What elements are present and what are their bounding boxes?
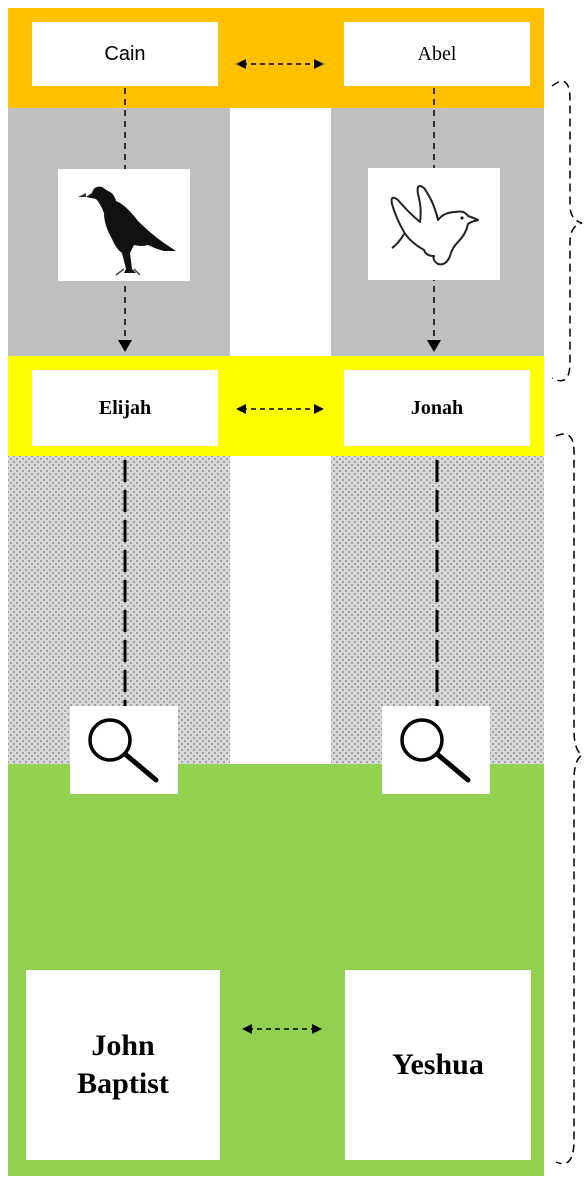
elijah-label: Elijah: [98, 396, 152, 419]
link-john-yeshua: [242, 1024, 322, 1034]
magnifier-icon: [400, 718, 471, 783]
raven-card: [58, 169, 190, 281]
magnifier-card-left: [70, 706, 178, 794]
abel-label: Abel: [417, 42, 457, 65]
raven-icon: [78, 186, 176, 276]
jonah-label: Jonah: [410, 396, 464, 419]
link-cain-abel: [236, 59, 324, 69]
yeshua-label: Yeshua: [392, 1048, 484, 1081]
john-baptist-label-line1: John: [91, 1029, 155, 1062]
elijah-box: Elijah: [32, 370, 218, 446]
dove-card: [368, 168, 500, 280]
john-baptist-label-line2: Baptist: [77, 1067, 169, 1100]
abel-box: Abel: [344, 22, 530, 86]
magnifier-card-right: [382, 706, 490, 794]
brace-lower: [555, 433, 584, 1165]
jonah-box: Jonah: [344, 370, 530, 446]
brace-upper: [551, 80, 583, 382]
magnifier-icon: [88, 718, 159, 783]
yeshua-box: Yeshua: [345, 970, 531, 1160]
john-baptist-box: John Baptist: [26, 970, 220, 1160]
dove-icon: [390, 185, 479, 266]
cain-label: Cain: [104, 42, 146, 65]
cain-box: Cain: [32, 22, 218, 86]
link-elijah-jonah: [236, 404, 324, 414]
